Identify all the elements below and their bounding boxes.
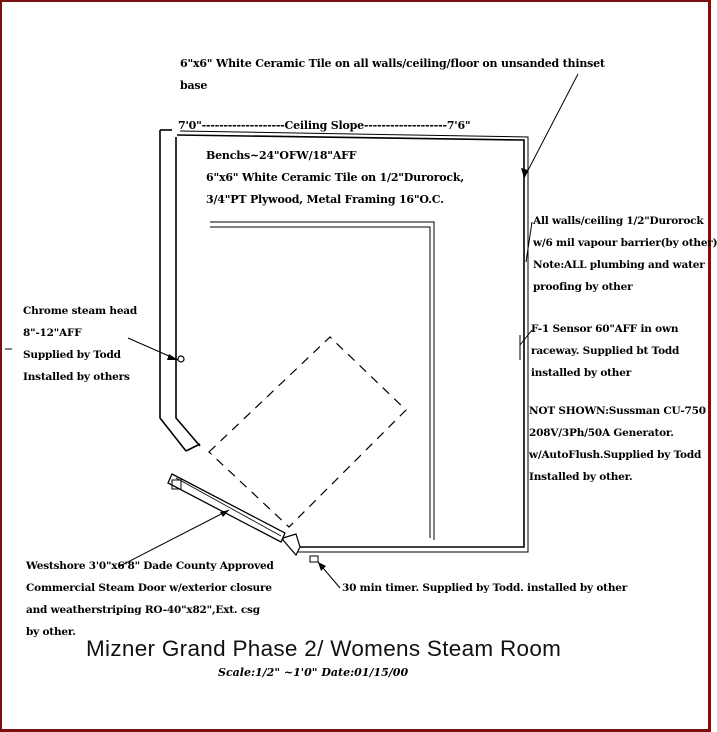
note-timer: 30 min timer. Supplied by Todd. installe… (342, 582, 628, 594)
leader-sensor (519, 329, 533, 346)
ceiling-slope-label: 7'0"-------------------Ceiling Slope----… (178, 119, 471, 132)
arrow-timer (318, 562, 326, 571)
arrow-tile (521, 168, 528, 178)
note-tile-all: 6"x6" White Ceramic Tile on all walls/ce… (180, 57, 605, 92)
bench-outline (210, 226, 431, 538)
steam-head-symbol (177, 355, 185, 363)
outer-wall (176, 134, 525, 548)
note-benches: Benchs~24"OFW/18"AFF 6"x6" White Ceramic… (206, 149, 464, 206)
left-wall (175, 137, 201, 447)
door-hinge-box (171, 479, 182, 490)
leader-door (119, 509, 230, 567)
scale-date: Scale:1/2" ~1'0" Date:01/15/00 (218, 666, 409, 679)
door-panel (167, 473, 286, 543)
note-walls: All walls/ceiling 1/2"Durorock w/6 mil v… (533, 215, 717, 293)
left-wall-ext (159, 130, 187, 452)
arrow-steam-head (167, 354, 178, 360)
note-sensor: F-1 Sensor 60"AFF in own raceway. Suppli… (531, 323, 680, 379)
note-door: Westshore 3'0"x6'8" Dade County Approved… (26, 560, 274, 638)
leader-tile (523, 73, 579, 179)
outer-wall-inner (179, 130, 529, 553)
door-swing (208, 336, 407, 528)
note-not-shown: NOT SHOWN:Sussman CU-750 208V/3Ph/50A Ge… (529, 405, 706, 483)
door-jamb (282, 533, 301, 557)
note-steam-head: Chrome steam head 8"-12"AFF Supplied by … (23, 305, 138, 383)
arrow-door (220, 510, 229, 517)
leader-walls (525, 221, 533, 263)
left-wall-end (185, 443, 201, 452)
drawing-title: Mizner Grand Phase 2/ Womens Steam Room (86, 636, 562, 661)
timer-symbol (309, 555, 319, 563)
door-panel-line (175, 477, 282, 537)
bench-outline-inner (210, 221, 435, 540)
